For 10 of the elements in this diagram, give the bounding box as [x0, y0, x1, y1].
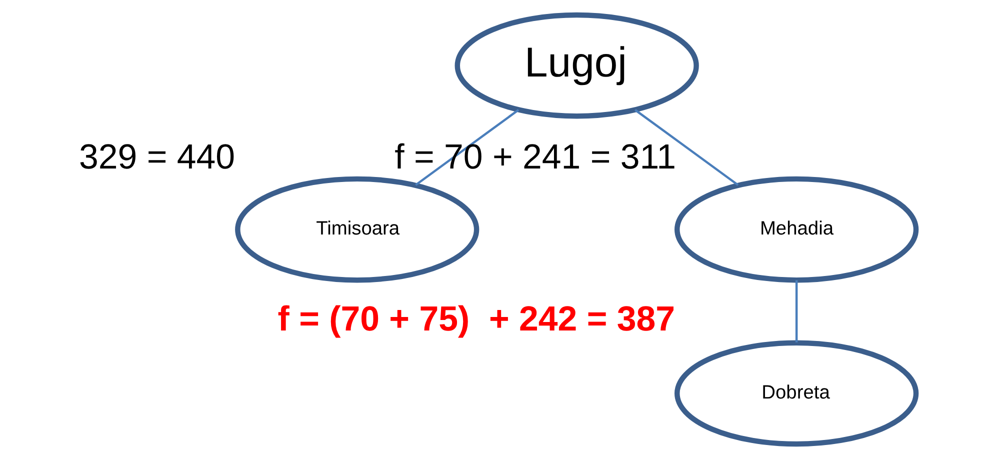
connector — [415, 108, 520, 186]
node-label: f = (70 + 75) + 242 = 387 — [278, 300, 676, 339]
node-label: f = 70 + 241 = 311 — [394, 137, 676, 176]
node-ellipse: Mehadia — [674, 176, 919, 283]
node-ellipse: Dobreta — [674, 340, 919, 447]
node-ellipse: Timisoara — [235, 176, 480, 283]
node-label: 329 = 440 — [78, 137, 236, 176]
node-ellipse: Lugoj — [454, 12, 699, 119]
connector — [795, 280, 798, 342]
connector — [634, 108, 739, 186]
